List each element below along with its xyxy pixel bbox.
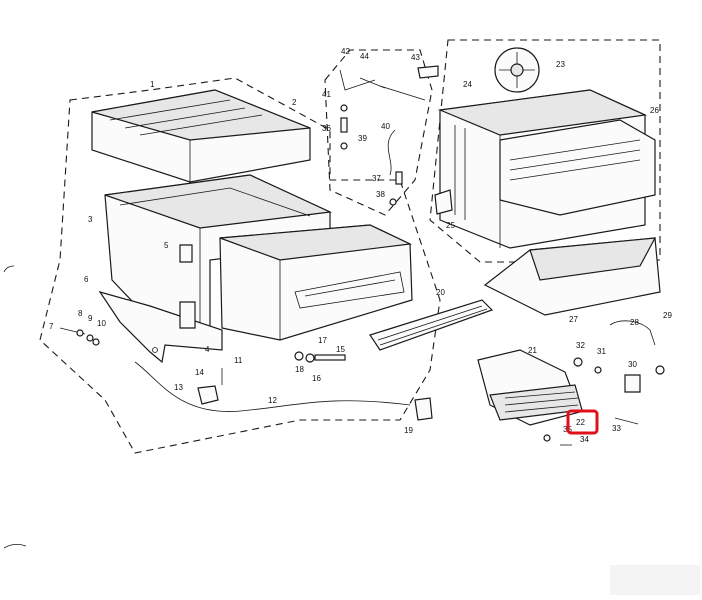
- part-3-housing: [104, 174, 333, 331]
- part-27-plate: [483, 237, 661, 316]
- part-26-blower-casing: [499, 119, 656, 216]
- callout-2: 2: [292, 98, 297, 107]
- callout-13: 13: [174, 383, 183, 392]
- callout-21: 21: [528, 346, 537, 355]
- callout-8: 8: [78, 309, 83, 318]
- callout-25: 25: [446, 221, 455, 230]
- callout-26: 26: [650, 106, 659, 115]
- callout-24: 24: [463, 80, 472, 89]
- callout-12: 12: [268, 396, 277, 405]
- callout-7: 7: [49, 322, 54, 331]
- assembly-outline-left: [39, 77, 441, 454]
- part-11-duct: [219, 224, 413, 341]
- callout-6: 6: [84, 275, 89, 284]
- scan-artifacts: [3, 265, 700, 595]
- callout-31: 31: [597, 347, 606, 356]
- callout-43: 43: [411, 53, 420, 62]
- callout-27: 27: [569, 315, 578, 324]
- callout-41: 41: [322, 90, 331, 99]
- part-20-gasket: [369, 299, 494, 351]
- callout-23: 23: [556, 60, 565, 69]
- callout-4: 4: [205, 345, 210, 354]
- callout-33: 33: [612, 424, 621, 433]
- callout-10: 10: [97, 319, 106, 328]
- callout-highlight-box: [566, 409, 599, 435]
- callout-30: 30: [628, 360, 637, 369]
- callout-17: 17: [318, 336, 327, 345]
- callout-29: 29: [663, 311, 672, 320]
- assembly-outline-top: [324, 49, 433, 216]
- part-25-fitting: [434, 189, 453, 215]
- callout-34: 34: [580, 435, 589, 444]
- callout-40: 40: [381, 122, 390, 131]
- callout-38: 38: [376, 190, 385, 199]
- small-parts-top: [339, 65, 439, 206]
- callout-37: 37: [372, 174, 381, 183]
- callout-32: 32: [576, 341, 585, 350]
- part-2-lid: [91, 89, 311, 183]
- callout-11: 11: [234, 356, 243, 365]
- callout-5: 5: [164, 241, 169, 250]
- callout-36: 36: [322, 124, 331, 133]
- callout-44: 44: [360, 52, 369, 61]
- callout-20: 20: [436, 288, 445, 297]
- callout-42: 42: [341, 47, 350, 56]
- callout-18: 18: [295, 365, 304, 374]
- callout-19: 19: [404, 426, 413, 435]
- callout-16: 16: [312, 374, 321, 383]
- callout-22: 22: [576, 418, 585, 427]
- callout-14: 14: [195, 368, 204, 377]
- part-5-clip: [179, 244, 193, 263]
- callout-1: 1: [150, 80, 155, 89]
- callout-28: 28: [630, 318, 639, 327]
- part-4-clip: [179, 301, 196, 329]
- part-23-fan: [494, 47, 540, 93]
- callout-9: 9: [88, 314, 93, 323]
- part-21-bracket: [477, 349, 583, 426]
- callout-3: 3: [88, 215, 93, 224]
- callout-39: 39: [358, 134, 367, 143]
- callout-15: 15: [336, 345, 345, 354]
- small-parts-bottom: [59, 320, 665, 446]
- part-6-bracket: [98, 290, 223, 364]
